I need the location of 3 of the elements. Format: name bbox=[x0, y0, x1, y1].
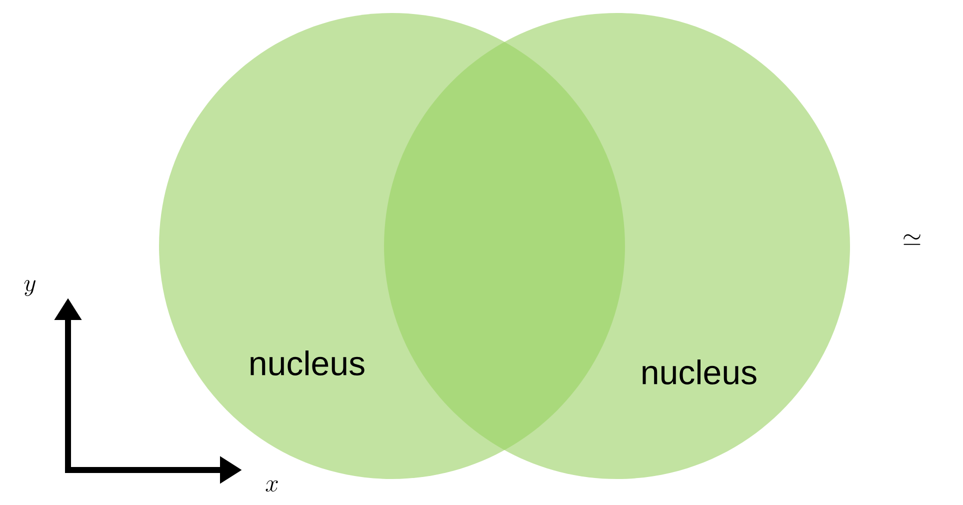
axis-label: $y$ bbox=[24, 280, 36, 296]
symbol: $\simeq$ bbox=[904, 234, 920, 245]
node-label: nucleus bbox=[642, 360, 756, 384]
